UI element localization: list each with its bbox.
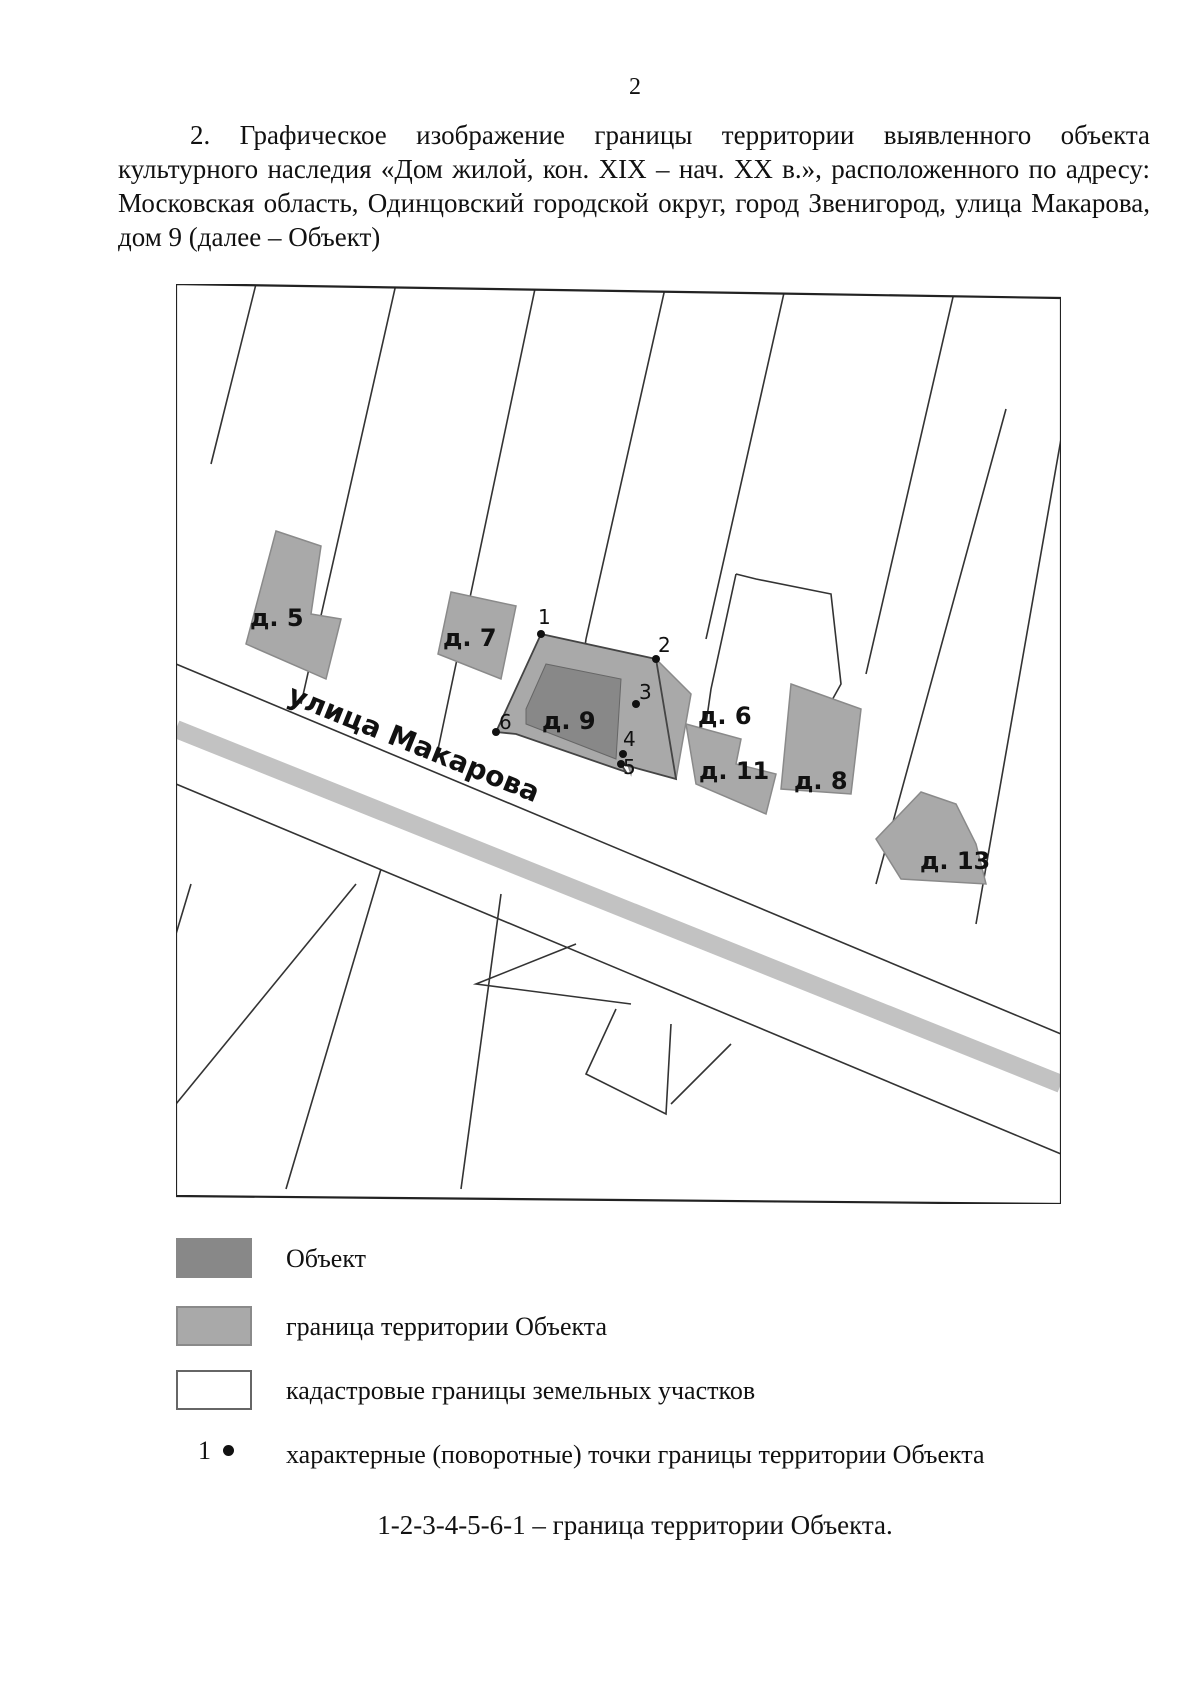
- map-frame: [176, 284, 1061, 1204]
- legend-territory-label: граница территории Объекта: [286, 1312, 608, 1341]
- page-number: 2: [629, 74, 641, 100]
- intro-paragraph: 2. Графическое изображение границы терри…: [118, 118, 1150, 254]
- intro-text: Графическое изображение границы территор…: [118, 120, 1150, 252]
- point-label-4: 4: [623, 727, 636, 751]
- house-label-11: д. 11: [699, 757, 769, 785]
- legend-point-dot: [223, 1445, 234, 1456]
- house-label-6: д. 6: [698, 702, 752, 730]
- point-2: [652, 655, 660, 663]
- cadastral-lines: [176, 284, 1061, 1190]
- house-label-5: д. 5: [250, 604, 304, 632]
- legend-cadastral-swatch: [176, 1370, 252, 1410]
- point-labels: 1 2 3 4 5 6: [499, 605, 671, 779]
- map-svg: 1 2 3 4 5 6 д. 5 д. 7 д. 9 д. 11 д. 13 д…: [176, 284, 1061, 1204]
- house-label-9: д. 9: [542, 707, 596, 735]
- point-label-3: 3: [639, 680, 652, 704]
- legend-territory-swatch: [176, 1306, 252, 1346]
- legend-point-marker: 1: [198, 1436, 234, 1466]
- cadastral-map: 1 2 3 4 5 6 д. 5 д. 7 д. 9 д. 11 д. 13 д…: [176, 284, 1061, 1204]
- point-4: [619, 750, 627, 758]
- legend-cadastral-label: кадастровые границы земельных участков: [286, 1376, 756, 1405]
- house-label-8: д. 8: [794, 767, 848, 795]
- point-5: [617, 760, 625, 768]
- legend-object-label: Объект: [286, 1244, 366, 1273]
- boundary-points: [492, 630, 660, 768]
- legend-point-number: 1: [198, 1436, 211, 1465]
- point-label-2: 2: [658, 633, 671, 657]
- house-labels: д. 5 д. 7 д. 9 д. 11 д. 13 д. 6 д. 8: [250, 604, 990, 875]
- house-label-13: д. 13: [920, 847, 990, 875]
- object-h9: [525, 663, 622, 760]
- street-centerline: [176, 720, 1061, 1093]
- legend-points-label: характерные (поворотные) точки границы т…: [286, 1440, 985, 1469]
- point-label-6: 6: [499, 710, 512, 734]
- point-1: [537, 630, 545, 638]
- point-6: [492, 728, 500, 736]
- intro-number: 2.: [190, 120, 211, 150]
- point-3: [632, 700, 640, 708]
- point-label-1: 1: [538, 605, 551, 629]
- boundary-summary: 1-2-3-4-5-6-1 – граница территории Объек…: [377, 1510, 893, 1540]
- house-label-7: д. 7: [443, 624, 497, 652]
- street-band: [176, 664, 1061, 1084]
- point-label-5: 5: [623, 755, 636, 779]
- legend-object-swatch: [176, 1238, 252, 1278]
